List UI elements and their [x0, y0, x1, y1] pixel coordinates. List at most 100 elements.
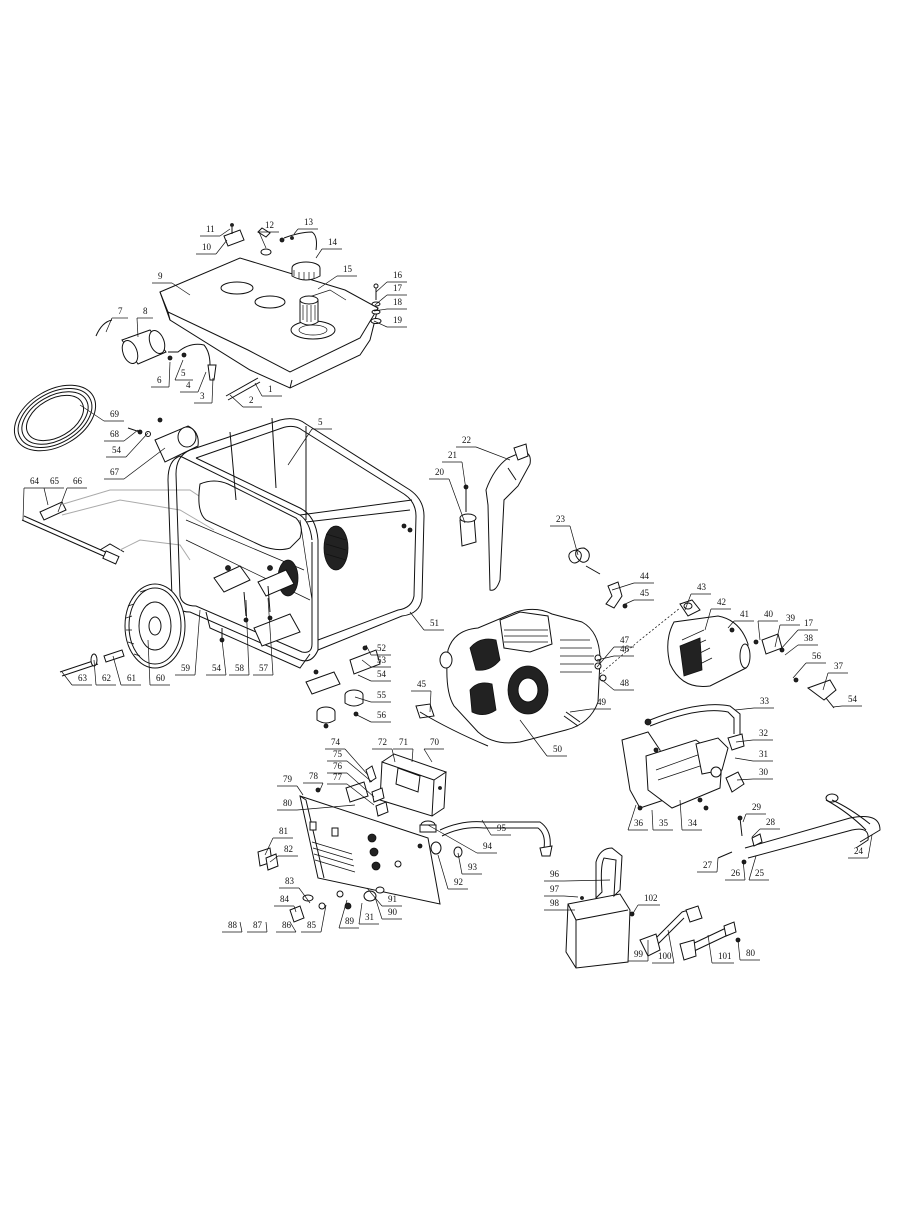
leader-line — [391, 748, 396, 763]
callout-c42: 42 — [704, 597, 731, 631]
callout-c101: 101 — [707, 934, 734, 964]
part-number-label: 62 — [102, 673, 111, 683]
callout-c31a: 31 — [734, 749, 773, 762]
leader-line — [317, 275, 338, 290]
callout-c95: 95 — [481, 819, 511, 836]
part-number-label: 56 — [377, 710, 387, 720]
part-number-label: 39 — [786, 613, 796, 623]
leader-line — [448, 478, 466, 524]
fuel-cap — [291, 261, 321, 281]
part-number-label: 88 — [228, 920, 238, 930]
leader-line — [651, 809, 654, 831]
part-number-label: 16 — [393, 270, 403, 280]
part-number-label: 84 — [280, 894, 290, 904]
part-number-label: 80 — [283, 798, 293, 808]
part-number-label: 19 — [393, 315, 403, 325]
callout-c33: 33 — [734, 696, 774, 711]
leader-line — [57, 487, 68, 513]
leader-line — [319, 782, 324, 791]
callout-c18: 18 — [373, 297, 407, 312]
leader-line — [375, 281, 388, 293]
leader-line — [596, 655, 615, 661]
callout-c5a: 5 — [174, 359, 193, 381]
callout-c19: 19 — [373, 315, 407, 328]
callout-c43: 43 — [684, 582, 711, 611]
part-number-label: 6 — [157, 375, 162, 385]
leader-line — [475, 446, 511, 461]
leader-line — [679, 799, 683, 831]
callout-c14: 14 — [315, 237, 342, 259]
leader-line — [437, 854, 449, 890]
leader-line — [174, 359, 184, 381]
leader-line — [774, 624, 781, 648]
charcoal-canister — [95, 319, 261, 401]
callout-c58: 58 — [229, 599, 250, 676]
callout-c32: 32 — [735, 728, 773, 743]
part-number-label: 33 — [760, 696, 770, 706]
callout-c48: 48 — [601, 678, 634, 691]
handle — [717, 793, 881, 865]
part-number-label: 23 — [556, 514, 566, 524]
leader-line — [563, 895, 579, 898]
callout-c93: 93 — [457, 852, 482, 875]
callout-c8: 8 — [136, 306, 153, 338]
callout-c64: 64 — [22, 476, 44, 521]
leader-line — [832, 705, 843, 708]
part-number-label: 55 — [377, 690, 387, 700]
leader-line — [296, 804, 356, 811]
leader-line — [429, 690, 432, 713]
callout-c61: 61 — [112, 655, 141, 686]
callout-c21: 21 — [442, 450, 467, 491]
part-number-label: 89 — [345, 916, 355, 926]
leader-line — [779, 629, 799, 651]
leader-line — [245, 599, 250, 676]
leader-line — [194, 609, 201, 676]
engine — [415, 608, 601, 747]
leader-line — [267, 597, 274, 676]
part-number-label: 56 — [812, 651, 822, 661]
callout-c11: 11 — [200, 224, 231, 237]
callout-c10: 10 — [196, 239, 228, 255]
leader-line — [481, 819, 492, 836]
part-number-label: 57 — [259, 663, 269, 673]
leader-line — [211, 377, 214, 404]
part-number-label: 35 — [659, 818, 669, 828]
fuel-gauge-and-valve — [223, 223, 317, 256]
leader-line — [346, 783, 375, 806]
part-number-label: 5 — [318, 417, 323, 427]
leader-line — [742, 859, 746, 881]
leader-line — [315, 248, 323, 259]
leader-line — [423, 748, 433, 763]
callout-c52: 52 — [365, 643, 391, 656]
part-number-label: 51 — [430, 618, 439, 628]
callout-c29: 29 — [742, 802, 766, 823]
spray-wand — [21, 501, 125, 565]
part-number-label: 4 — [186, 380, 191, 390]
callout-c16: 16 — [375, 270, 407, 293]
leader-line — [264, 837, 274, 856]
part-number-label: 26 — [731, 868, 741, 878]
part-number-label: 45 — [640, 588, 650, 598]
part-number-label: 15 — [343, 264, 353, 274]
part-number-label: 63 — [78, 673, 88, 683]
part-number-label: 67 — [110, 467, 120, 477]
callout-c23: 23 — [550, 514, 579, 556]
callout-c98: 98 — [544, 898, 575, 911]
part-number-label: 47 — [620, 635, 630, 645]
leader-line — [374, 294, 388, 306]
part-number-label: 17 — [804, 618, 814, 628]
callout-c44: 44 — [611, 571, 654, 591]
leader-line — [168, 361, 171, 388]
leader-line — [627, 804, 637, 831]
part-number-label: 82 — [284, 844, 293, 854]
part-number-label: 30 — [759, 767, 769, 777]
callout-c4: 4 — [180, 371, 207, 393]
callout-c59: 59 — [175, 609, 201, 676]
part-number-label: 49 — [597, 697, 607, 707]
part-number-label: 65 — [50, 476, 60, 486]
leader-line — [229, 394, 244, 408]
leader-line — [457, 852, 463, 875]
part-number-label: 92 — [454, 877, 463, 887]
callout-c99: 99 — [628, 940, 649, 962]
